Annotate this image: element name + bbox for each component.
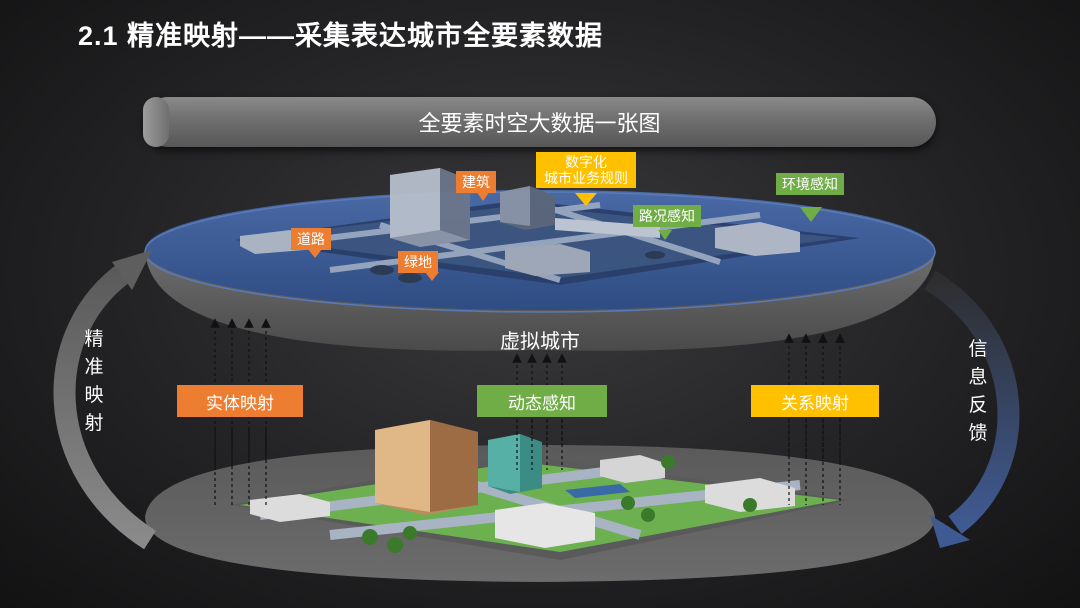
vchar: 反 bbox=[968, 395, 988, 416]
tag-road: 道路 bbox=[291, 228, 331, 250]
precise-mapping-text: 精 准 映 射 bbox=[82, 326, 106, 438]
banner-cap bbox=[143, 97, 169, 147]
entity-mapping-box: 实体映射 bbox=[177, 385, 303, 417]
traffic-tag-pointer bbox=[658, 230, 672, 240]
physical-city-model bbox=[230, 420, 850, 560]
information-feedback-text: 信 息 反 馈 bbox=[966, 336, 990, 448]
tag-green: 绿地 bbox=[398, 251, 438, 273]
tag-traffic: 路况感知 bbox=[633, 205, 701, 227]
tag-digital-line2: 城市业务规则 bbox=[544, 170, 628, 186]
virtual-city-model bbox=[235, 168, 860, 285]
vchar: 信 bbox=[968, 339, 988, 360]
tag-digital-rules: 数字化 城市业务规则 bbox=[536, 152, 636, 188]
vchar: 映 bbox=[84, 385, 104, 406]
vchar: 息 bbox=[968, 367, 988, 388]
relation-mapping-box: 关系映射 bbox=[751, 385, 879, 417]
page-title: 2.1 精准映射——采集表达城市全要素数据 bbox=[78, 21, 604, 51]
vchar: 准 bbox=[84, 357, 104, 378]
vchar: 馈 bbox=[968, 423, 988, 444]
spatiotemporal-data-banner: 全要素时空大数据一张图 bbox=[143, 97, 936, 147]
road-tag-pointer bbox=[308, 249, 322, 258]
information-feedback-curve-arrow bbox=[924, 270, 1020, 548]
tag-environment: 环境感知 bbox=[776, 173, 844, 195]
environment-tag-pointer bbox=[800, 207, 822, 222]
relation-mapping-arrows bbox=[784, 333, 845, 505]
vchar: 精 bbox=[84, 329, 104, 350]
tag-digital-line1: 数字化 bbox=[565, 154, 607, 170]
tag-building: 建筑 bbox=[456, 171, 496, 193]
virtual-city-label: 虚拟城市 bbox=[500, 330, 580, 353]
dynamic-sensing-box: 动态感知 bbox=[477, 385, 607, 417]
digital-tag-pointer bbox=[575, 193, 597, 206]
vchar: 射 bbox=[84, 413, 104, 434]
green-tag-pointer bbox=[425, 272, 439, 281]
building-tag-pointer bbox=[476, 191, 490, 201]
precise-mapping-curve-arrow bbox=[53, 250, 156, 550]
